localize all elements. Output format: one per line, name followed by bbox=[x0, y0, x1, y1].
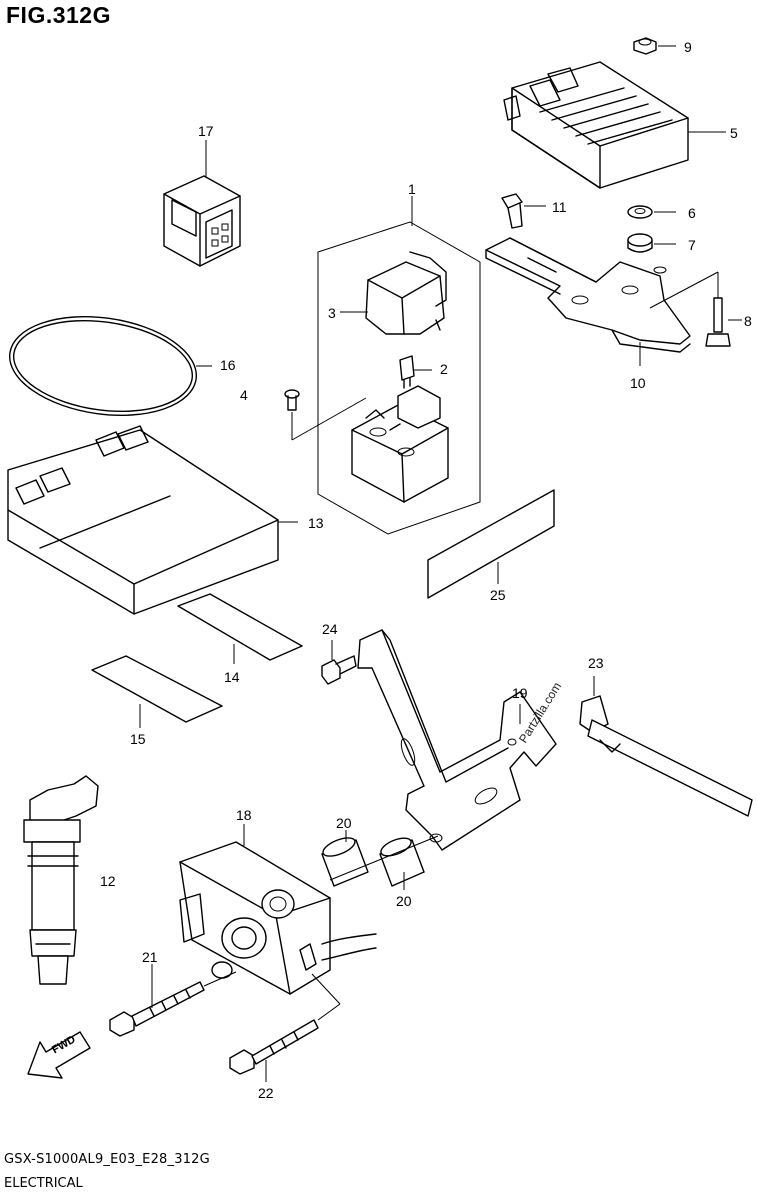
callout-22[interactable]: 22 bbox=[258, 1085, 274, 1101]
part-24-bolt[interactable] bbox=[321, 655, 357, 685]
callout-24[interactable]: 24 bbox=[322, 621, 338, 637]
part-18-sensor-unit[interactable] bbox=[179, 841, 377, 995]
callout-5[interactable]: 5 bbox=[730, 125, 738, 141]
callout-15[interactable]: 15 bbox=[130, 731, 146, 747]
part-21-bolt[interactable] bbox=[109, 981, 205, 1037]
callout-17[interactable]: 17 bbox=[198, 123, 214, 139]
part-2-fuse[interactable] bbox=[399, 355, 415, 389]
part-17-connector[interactable] bbox=[163, 175, 241, 267]
part-6-collar[interactable] bbox=[627, 205, 653, 219]
part-20-cushion-lower[interactable] bbox=[379, 835, 425, 887]
callout-19[interactable]: 19 bbox=[512, 685, 528, 701]
callout-4[interactable]: 4 bbox=[240, 387, 248, 403]
figure-code: GSX-S1000AL9_E03_E28_312G bbox=[4, 1152, 210, 1167]
part-4-screw[interactable] bbox=[284, 389, 300, 411]
callout-20-upper[interactable]: 20 bbox=[336, 815, 352, 831]
callout-13[interactable]: 13 bbox=[308, 515, 324, 531]
figure-category: ELECTRICAL bbox=[4, 1176, 83, 1191]
part-20-cushion-upper[interactable] bbox=[321, 834, 369, 887]
part-19-bracket[interactable] bbox=[357, 629, 557, 851]
callout-10[interactable]: 10 bbox=[630, 375, 646, 391]
callout-7[interactable]: 7 bbox=[688, 237, 696, 253]
callout-25[interactable]: 25 bbox=[490, 587, 506, 603]
part-5-regulator[interactable] bbox=[503, 61, 689, 189]
part-3-cover[interactable] bbox=[365, 251, 447, 335]
callout-8[interactable]: 8 bbox=[744, 313, 752, 329]
part-15-label[interactable] bbox=[91, 655, 223, 723]
callout-2[interactable]: 2 bbox=[440, 361, 448, 377]
figure-title: FIG.312G bbox=[6, 2, 111, 28]
part-14-label[interactable] bbox=[177, 593, 303, 661]
callout-6[interactable]: 6 bbox=[688, 205, 696, 221]
part-13-ecm[interactable] bbox=[7, 425, 279, 615]
part-8-bolt[interactable] bbox=[705, 297, 731, 347]
part-12-ignition-coil[interactable] bbox=[23, 775, 99, 985]
callout-11[interactable]: 11 bbox=[552, 199, 567, 215]
callout-1[interactable]: 1 bbox=[408, 181, 416, 197]
callout-20-lower[interactable]: 20 bbox=[396, 893, 412, 909]
part-10-bracket[interactable] bbox=[485, 237, 691, 353]
part-23-cable-tie[interactable] bbox=[579, 695, 753, 817]
part-16-seal-ring[interactable] bbox=[3, 305, 203, 426]
callout-21[interactable]: 21 bbox=[142, 949, 158, 965]
part-9-nut[interactable] bbox=[633, 37, 657, 55]
part-1-starter-relay[interactable] bbox=[351, 385, 449, 503]
part-7-cushion[interactable] bbox=[627, 233, 653, 253]
callout-9[interactable]: 9 bbox=[684, 39, 692, 55]
part-11-bolt[interactable] bbox=[501, 193, 523, 229]
callout-16[interactable]: 16 bbox=[220, 357, 236, 373]
part-22-bolt[interactable] bbox=[229, 1019, 319, 1075]
callout-23[interactable]: 23 bbox=[588, 655, 604, 671]
part-1-group-outline bbox=[317, 221, 481, 535]
callout-3[interactable]: 3 bbox=[328, 305, 336, 321]
callout-12[interactable]: 12 bbox=[100, 873, 116, 889]
callout-18[interactable]: 18 bbox=[236, 807, 252, 823]
fwd-arrow-icon bbox=[27, 1031, 91, 1079]
part-25-label[interactable] bbox=[427, 489, 555, 599]
callout-14[interactable]: 14 bbox=[224, 669, 240, 685]
